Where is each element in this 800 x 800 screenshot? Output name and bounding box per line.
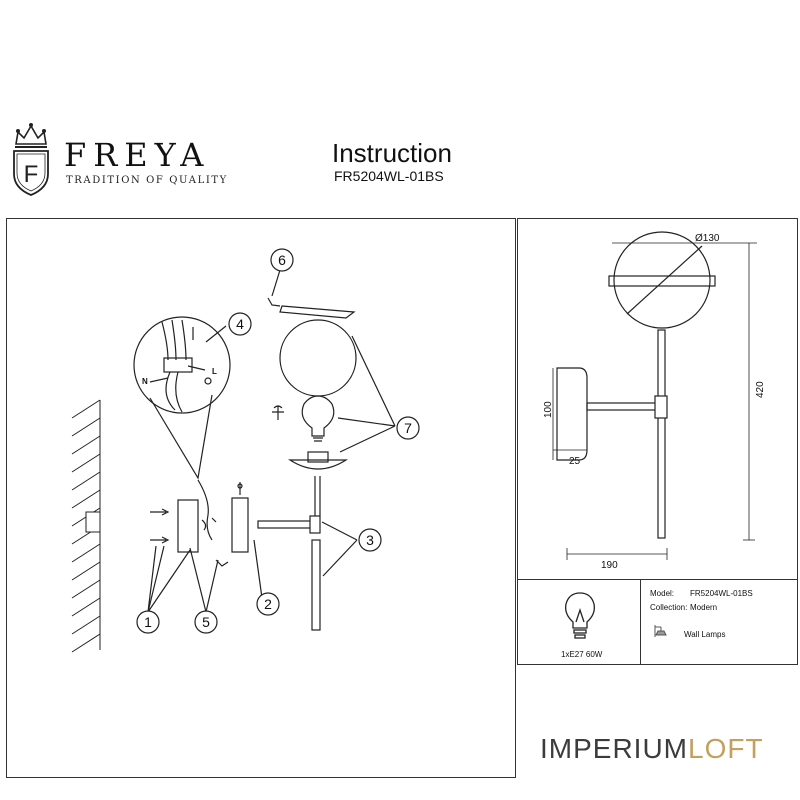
wall-screws [150,508,170,544]
brand-name: FREYA [64,136,211,174]
callout-1 [136,610,160,634]
logo-letter: F [24,161,39,188]
callout-5-label: 5 [202,614,210,630]
callout-6-label: 6 [278,252,286,268]
callout-5 [194,610,218,634]
document-title: Instruction [332,138,452,168]
callout-7-label: 7 [404,420,412,436]
glass-globe [279,319,357,397]
callout-4 [228,312,252,336]
collection-label: Collection: [650,603,688,612]
dim-base-height: 100 [543,401,554,418]
dim-total-height: 420 [755,381,766,398]
callout-4-label: 4 [236,316,244,332]
callout-3-label: 3 [366,532,374,548]
collection-value: Modern [690,603,718,612]
watermark-part-1: IMPERIUM [540,733,688,764]
dim-projection: 190 [601,560,618,571]
callout-7 [396,416,420,440]
wire-label-neutral: N [142,377,148,386]
callout-2 [256,592,280,616]
info-divider [640,579,641,665]
imperiumloft-watermark: IMPERIUMLOFT [540,733,764,765]
callout-6 [270,248,294,272]
wiring-detail-circle [133,316,231,414]
assembly-panel [6,218,516,778]
wall-hatching [71,399,101,653]
callout-2-label: 2 [264,596,272,612]
light-bulb [301,395,335,437]
wall-lamp-icon [654,625,667,637]
mounting-plate [177,499,199,553]
dim-globe-diameter: Ø130 [695,233,720,244]
type-value: Wall Lamps [684,630,726,639]
callout-1-label: 1 [144,614,152,630]
watermark-part-2: LOFT [688,733,764,764]
info-panel [517,579,798,665]
model-label: Model: [650,589,675,598]
assembly-diagram: 1 2 3 4 5 6 7 N L [71,248,420,653]
brand-tagline: TRADITION OF QUALITY [66,175,228,186]
callout-3 [358,528,382,552]
canopy [231,497,249,553]
shade-ring [279,305,356,319]
model-value: FR5204WL-01BS [690,589,753,598]
lamp-spec: 1xE27 60W [561,650,603,659]
dimension-diagram: Ø130 420 100 25 190 [543,231,766,571]
bulb-icon [565,592,595,639]
document-model-code: FR5204WL-01BS [334,168,444,184]
dim-base-depth: 25 [569,456,581,467]
lamp-holder [287,459,349,470]
wire-label-live: L [212,367,217,376]
freya-crest-logo: F [13,123,49,196]
